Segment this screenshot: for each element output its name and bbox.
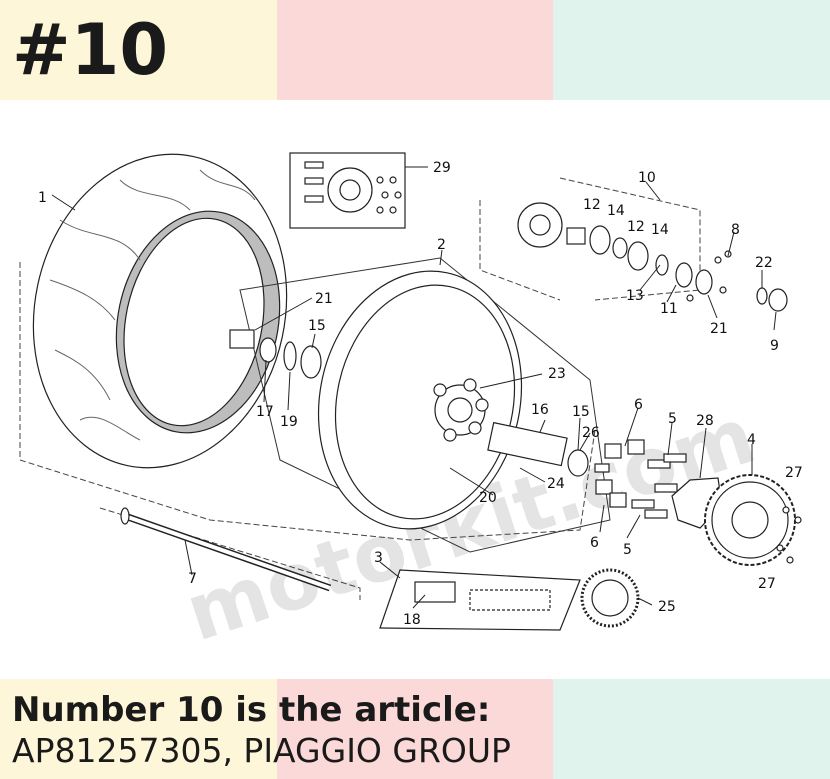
callout-25: 25	[658, 599, 676, 615]
article-number: AP81257305, PIAGGIO GROUP	[12, 731, 511, 770]
callout-8: 8	[731, 222, 740, 238]
sprocket-nuts	[776, 506, 802, 564]
callout-26: 26	[582, 425, 600, 441]
callout-19: 19	[280, 414, 298, 430]
callout-9: 9	[770, 338, 779, 354]
callout-24: 24	[547, 476, 565, 492]
callout-4: 4	[747, 432, 756, 448]
exploded-parts-diagram: motorkit.com	[19, 152, 803, 659]
callout-12a: 12	[583, 197, 601, 213]
callout-2: 2	[437, 237, 446, 253]
callout-28: 28	[696, 413, 714, 429]
header-band	[0, 0, 830, 100]
callout-23: 23	[548, 366, 566, 382]
callout-5b: 5	[623, 542, 632, 558]
tire	[32, 153, 288, 469]
leader-lines	[51, 181, 777, 609]
callout-6a: 6	[634, 397, 643, 413]
callout-15a: 15	[308, 318, 326, 334]
spindle	[487, 421, 589, 477]
callout-18: 18	[403, 612, 421, 628]
callout-15b: 15	[572, 404, 590, 420]
rim	[239, 257, 611, 553]
axle	[120, 507, 332, 592]
callout-10: 10	[638, 170, 656, 186]
callout-27b: 27	[758, 576, 776, 592]
abs-tone-wheel	[580, 568, 640, 628]
callout-1: 1	[38, 190, 47, 206]
callout-22: 22	[755, 255, 773, 271]
callout-17: 17	[256, 404, 274, 420]
chain-tensioner-kit	[379, 569, 581, 631]
callout-3: 3	[374, 550, 383, 566]
footer-band-green	[553, 679, 830, 779]
callouts: 1 2 3 4 5 5 6 6 7 8 9 10 11 12 12 13 14 …	[38, 160, 803, 628]
page-title: #10	[12, 9, 169, 91]
callout-16: 16	[531, 402, 549, 418]
callout-20: 20	[479, 490, 497, 506]
footer-band-yellow	[0, 679, 277, 779]
footer-band-pink	[276, 679, 554, 779]
header-band-green	[553, 0, 830, 100]
callout-21b: 21	[710, 321, 728, 337]
callout-12b: 12	[627, 219, 645, 235]
callout-7: 7	[188, 571, 197, 587]
callout-21a: 21	[315, 291, 333, 307]
header-band-pink	[276, 0, 554, 100]
bolts-and-bushings	[594, 439, 687, 519]
hub-left-parts	[229, 329, 322, 379]
callout-11: 11	[660, 301, 678, 317]
callout-27a: 27	[785, 465, 803, 481]
callout-5a: 5	[668, 411, 677, 427]
callout-13: 13	[626, 288, 644, 304]
callout-6b: 6	[590, 535, 599, 551]
callout-14a: 14	[607, 203, 625, 219]
header-band-yellow	[0, 0, 277, 100]
bolt-kit-panel	[289, 152, 428, 229]
callout-29: 29	[433, 160, 451, 176]
rear-sprocket	[704, 474, 796, 566]
article-caption: Number 10 is the article:	[12, 690, 491, 730]
callout-14b: 14	[651, 222, 669, 238]
footer-band	[0, 679, 830, 779]
sprocket-carrier-group	[517, 202, 788, 312]
